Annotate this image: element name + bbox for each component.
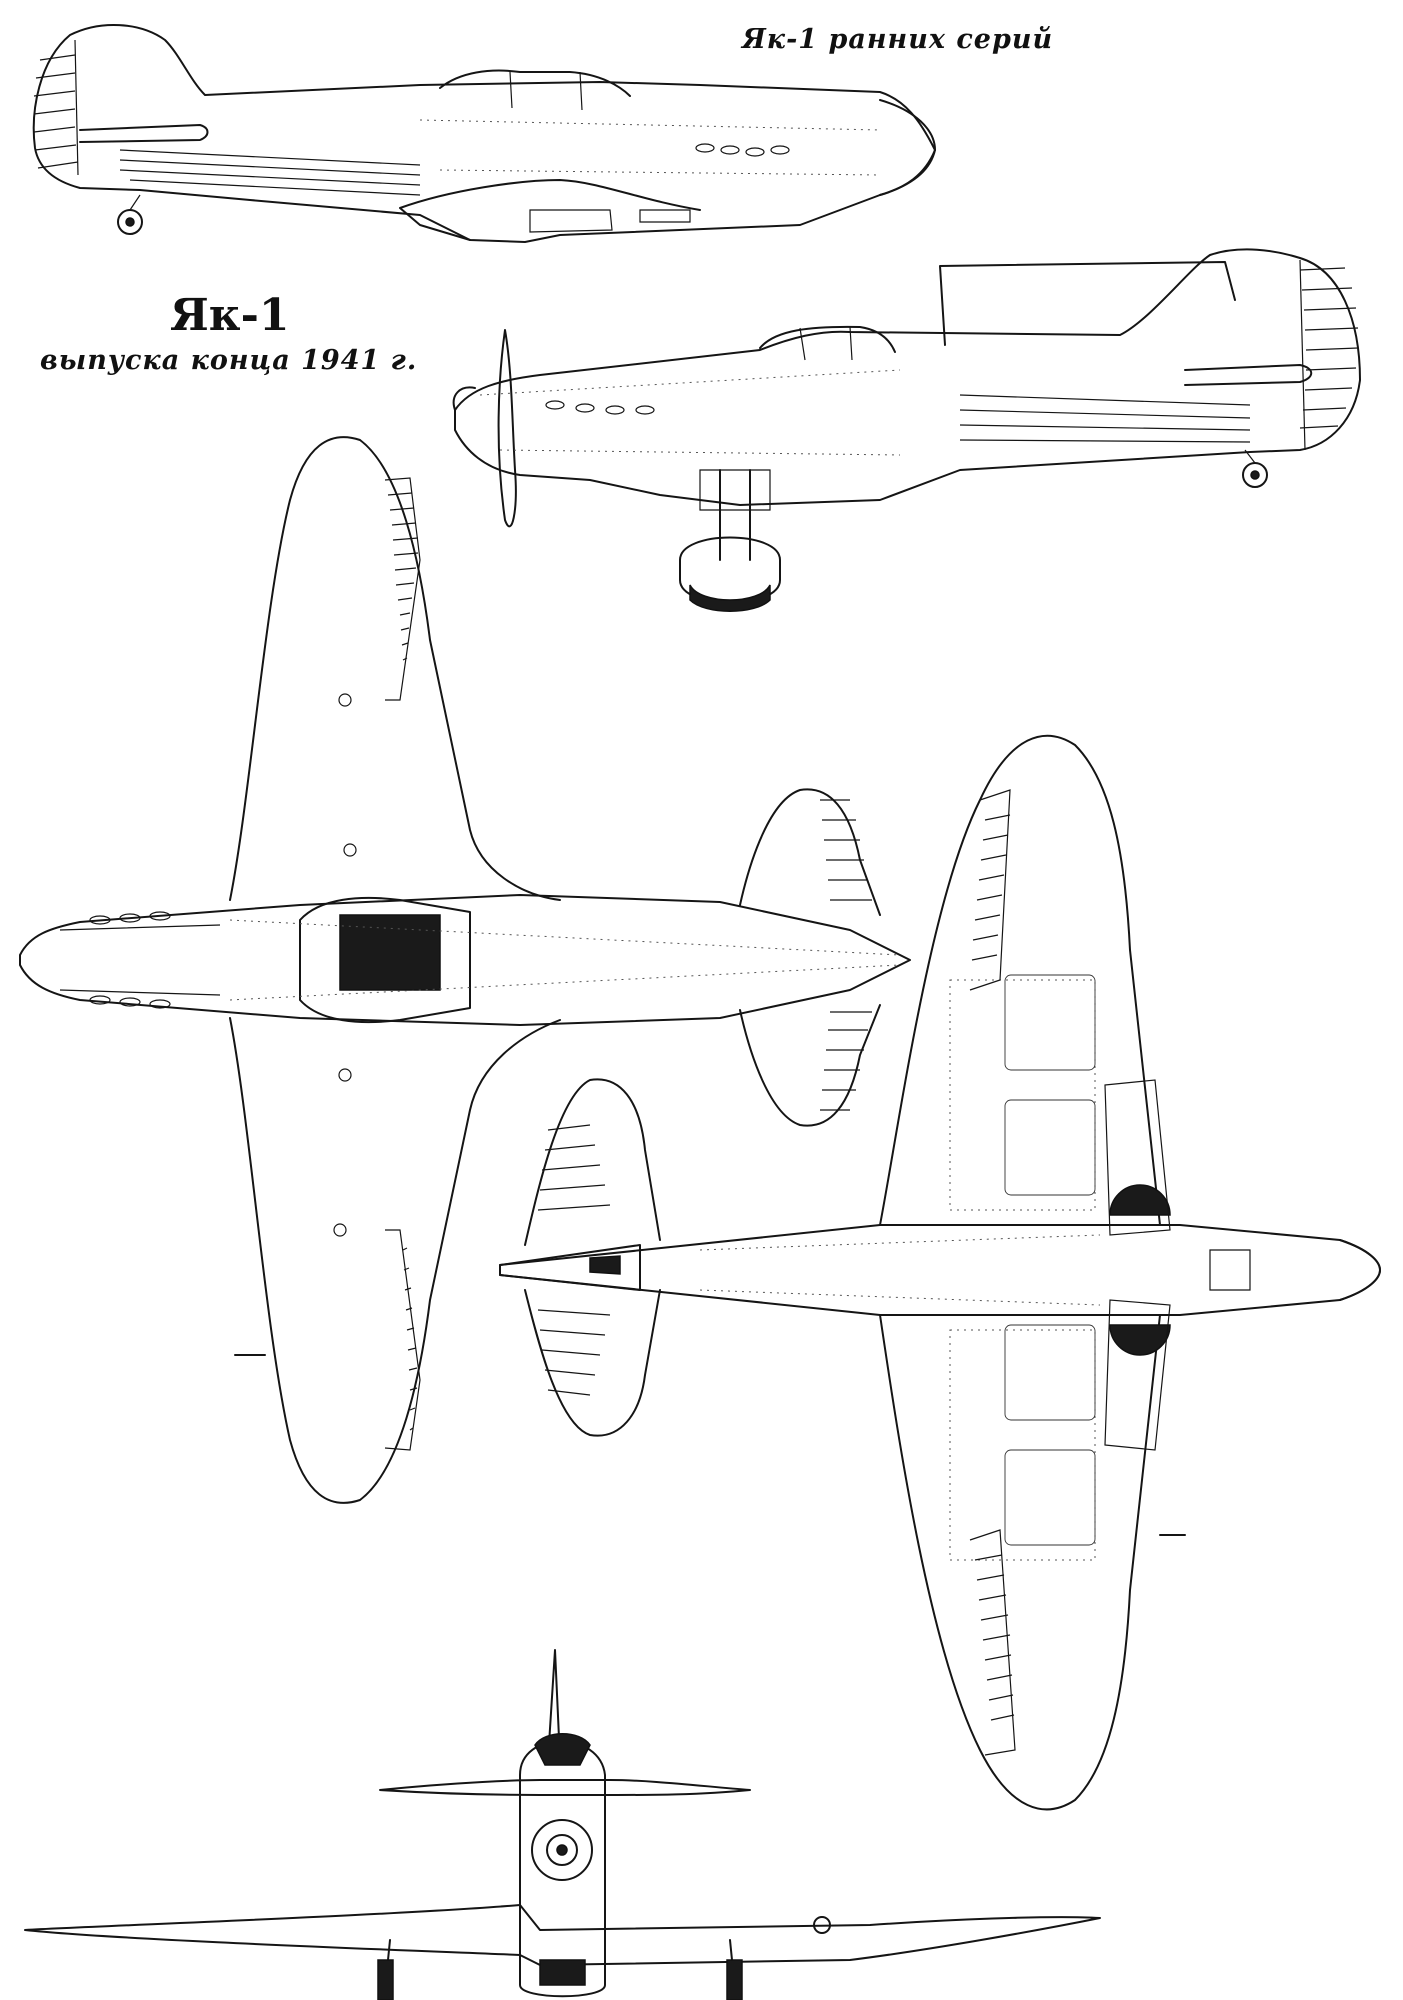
plan-view-upper <box>19 436 911 1504</box>
main-title: Як-1 <box>170 290 290 341</box>
front-view <box>24 1649 1101 2000</box>
early-series-caption: Як-1 ранних серий <box>742 24 1054 55</box>
side-view-early <box>32 23 936 243</box>
side-view-late <box>452 248 1361 612</box>
plan-view-lower <box>499 734 1381 1811</box>
main-subtitle: выпуска конца 1941 г. <box>40 345 418 376</box>
